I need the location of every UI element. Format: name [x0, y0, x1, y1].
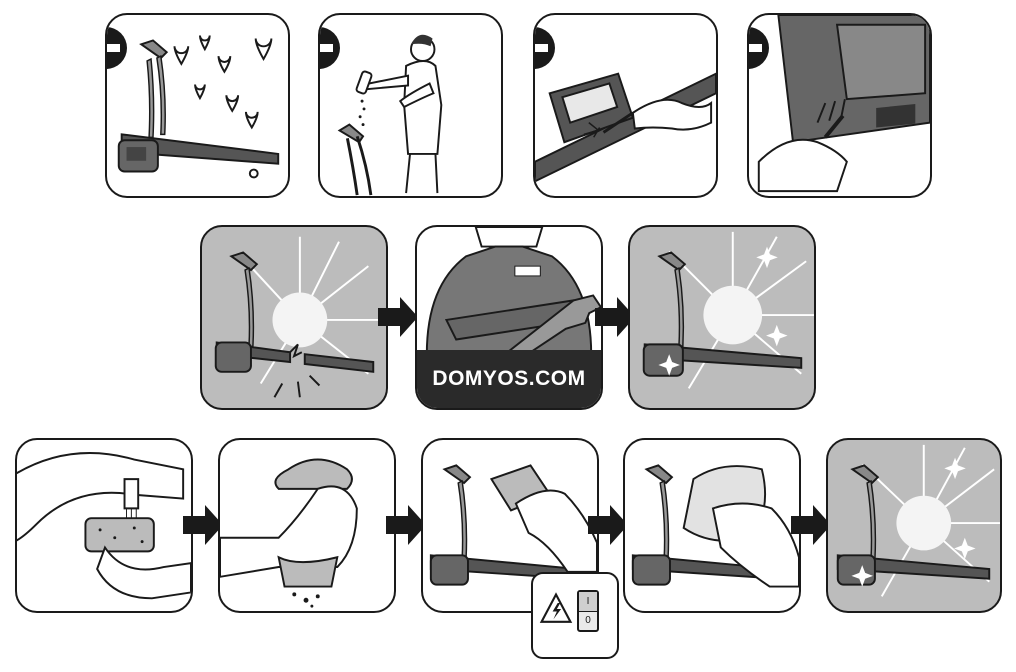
panel-repaired-treadmill: [628, 225, 816, 410]
technician-illustration: [425, 227, 601, 370]
panel-no-opening-console: [533, 13, 718, 198]
switch-off-label: 0: [585, 615, 591, 626]
broken-treadmill-illustration: [214, 236, 384, 398]
panel-no-opening-cover: [747, 13, 932, 198]
right-arrow-icon: [595, 297, 635, 337]
right-arrow-icon: [791, 505, 831, 545]
panel-clean-unplugged: [421, 438, 599, 613]
cleaning-treadmill-illustration: [429, 464, 597, 586]
sponge-under-tap-illustration: [17, 452, 191, 600]
panel-clean-result: [826, 438, 1002, 613]
panel-no-liquids: [318, 13, 503, 198]
panel-wring-sponge: [218, 438, 396, 613]
power-rocker-switch: I 0: [577, 590, 599, 632]
drying-treadmill-illustration: [631, 464, 799, 588]
panel-contact-service: DOMYOS.COM: [415, 225, 603, 410]
power-switch-off-inset: I 0: [531, 572, 619, 659]
treadmill-water-illustration: [117, 35, 280, 179]
right-arrow-icon: [378, 297, 418, 337]
no-entry-icon: [320, 27, 340, 69]
panel-no-water: [105, 13, 290, 198]
right-arrow-icon: [386, 505, 426, 545]
squeezing-sponge-illustration: [220, 458, 358, 608]
panel-wet-sponge: [15, 438, 193, 613]
right-arrow-icon: [588, 505, 628, 545]
console-tamper-illustration: [535, 72, 716, 183]
no-entry-icon: [107, 27, 127, 69]
panel-dry-cloth: [623, 438, 801, 613]
right-arrow-icon: [183, 505, 223, 545]
clean-shiny-treadmill-illustration: [836, 444, 1000, 597]
shiny-treadmill-illustration: [642, 231, 814, 389]
brand-website: DOMYOS.COM: [417, 350, 601, 408]
cover-tamper-illustration: [757, 15, 930, 193]
panel-damaged-treadmill: [200, 225, 388, 410]
no-entry-icon: [749, 27, 769, 69]
man-pouring-liquid-illustration: [337, 34, 443, 196]
no-entry-icon: [535, 27, 555, 69]
switch-on-label: I: [579, 592, 597, 612]
high-voltage-icon: [539, 592, 573, 623]
